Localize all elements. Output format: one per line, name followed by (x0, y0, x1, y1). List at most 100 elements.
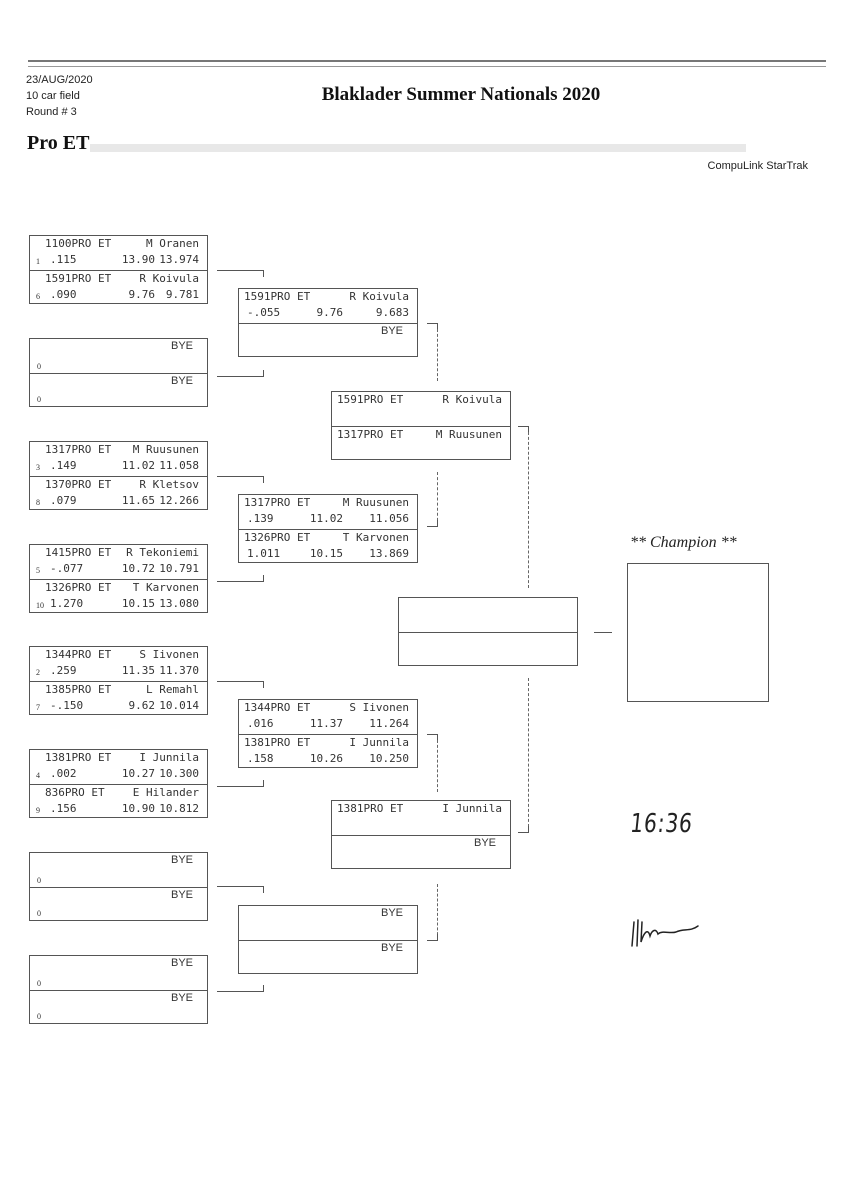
racer-name: S Iivonen (349, 701, 409, 714)
racer-name: T Karvonen (132, 580, 199, 594)
elapsed-total: 11.056 (369, 512, 409, 525)
reaction-time: -.077 (50, 562, 84, 575)
reaction-time: .158 (247, 751, 274, 765)
elapsed-total: 10.300 (159, 767, 199, 780)
elapsed-total: 11.058 (159, 459, 199, 472)
dotted-bar (90, 144, 746, 152)
bye-label: BYE (380, 941, 403, 954)
bye-label: BYE (170, 957, 193, 969)
champion-label: ** Champion ** (630, 534, 737, 551)
elapsed-total: 10.014 (159, 698, 199, 712)
lane-number: 0 (37, 978, 41, 988)
reaction-time: .002 (50, 767, 77, 780)
elapsed-time: 10.15 (121, 596, 155, 610)
final-slot-top (399, 598, 577, 632)
lane-number: 8 (36, 497, 40, 507)
lane-number: 0 (37, 361, 41, 371)
racer-line: 1415PRO ET R Tekoniemi (30, 546, 207, 563)
signature (631, 919, 699, 947)
reaction-time: .149 (50, 459, 77, 472)
reaction-time: .259 (50, 664, 77, 677)
bye-label: BYE (473, 836, 496, 849)
lane-number: 0 (37, 875, 41, 885)
elapsed-total: 9.781 (165, 287, 199, 301)
dial-in: 1317PRO ET (337, 427, 404, 441)
racer-name: M Ruusunen (132, 443, 199, 456)
bye-label: BYE (380, 907, 403, 919)
connector (217, 780, 264, 787)
round2-match: BYE BYE (238, 905, 418, 974)
racer-name: R Koivula (442, 393, 502, 406)
racer-name: I Junnila (349, 735, 409, 749)
final-match-box (398, 597, 578, 666)
class-name: Pro ET (27, 132, 90, 154)
final-connector (594, 632, 612, 633)
elapsed-time: 10.26 (309, 751, 343, 765)
header-rule (28, 60, 826, 67)
slot-bottom: BYE (332, 834, 510, 869)
connector (427, 323, 438, 330)
bye-label: BYE (380, 324, 403, 337)
dial-in: 1415PRO ET (45, 546, 112, 559)
bye-label: BYE (170, 340, 193, 352)
slot-top: BYE 0 (30, 956, 207, 990)
dashed-connector (528, 678, 529, 832)
connector (217, 886, 264, 893)
round-number: Round # 3 (26, 106, 77, 118)
slot-bottom: BYE (239, 939, 417, 974)
slot-top: BYE (239, 906, 417, 940)
connector (217, 370, 264, 377)
header-info: 23/AUG/2020 10 car field Round # 3 (26, 72, 93, 120)
elapsed-total: 9.683 (375, 306, 409, 319)
lane-number: 4 (36, 771, 40, 780)
dial-in: 1344PRO ET (45, 648, 112, 661)
racer-name: M Oranen (146, 237, 199, 250)
elapsed-time: 10.90 (121, 801, 155, 815)
connector (217, 985, 264, 992)
reaction-time: .016 (247, 717, 274, 730)
dashed-connector (437, 740, 438, 792)
elapsed-total: 11.264 (369, 717, 409, 730)
reaction-time: .115 (50, 253, 77, 266)
dial-in: 1591PRO ET (244, 290, 311, 303)
dial-in: 1370PRO ET (45, 477, 112, 491)
elapsed-total: 13.080 (159, 596, 199, 610)
elapsed-time: 10.27 (121, 767, 155, 780)
racer-name: R Tekoniemi (126, 546, 199, 559)
connector (427, 734, 438, 741)
lane-number: 7 (36, 702, 40, 712)
reaction-time: -.150 (50, 698, 84, 712)
event-title: Blaklader Summer Nationals 2020 (321, 84, 601, 105)
elapsed-total: 10.791 (159, 562, 199, 575)
racer-name: R Kletsov (139, 477, 199, 491)
lane-number: 6 (36, 291, 40, 301)
software-label: CompuLink StarTrak (707, 160, 808, 172)
